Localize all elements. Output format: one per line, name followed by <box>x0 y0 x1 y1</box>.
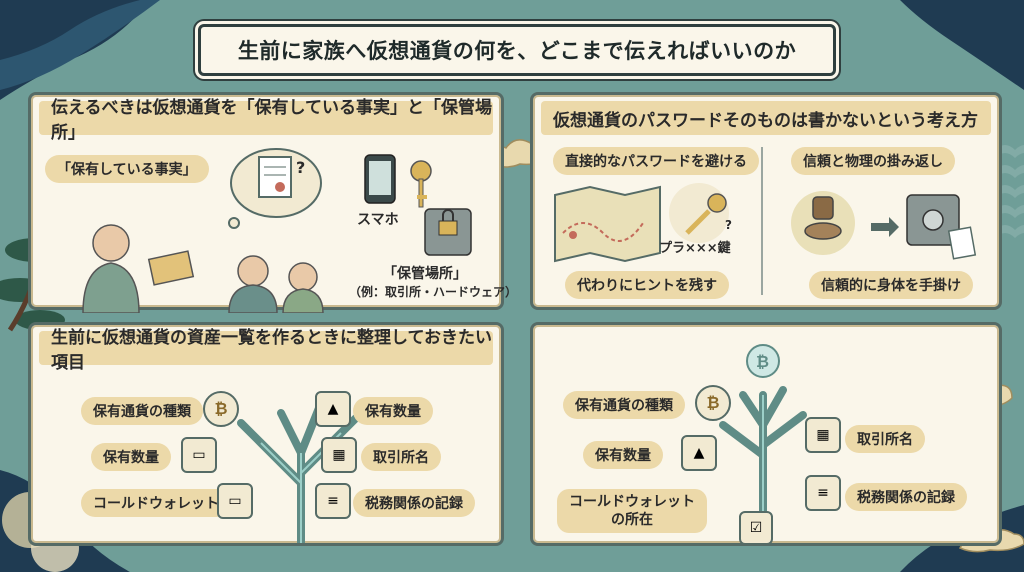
list-item: 取引所名 <box>845 425 925 453</box>
smartphone-label: スマホ <box>357 212 399 228</box>
list-item: 保有数量 <box>583 441 663 469</box>
page-title-banner: 生前に家族へ仮想通貨の何を、どこまで伝えればいいのか <box>198 24 836 76</box>
seal-safe-illustration <box>791 191 977 260</box>
trust-caption: 信頼的に身体を手掛け <box>809 271 973 299</box>
checklist-icon: ☑ <box>739 511 773 545</box>
panel-asset-list: 生前に仮想通貨の資産一覧を作るときに整理しておきたい項目 保有通貨の種類 ₿ 保… <box>28 322 504 546</box>
panel-what-to-tell: 伝えるべきは仮想通貨を「保有している事実」と「保管場所」 「保有している事実」 … <box>28 92 517 313</box>
fact-label: 「保有している事実」 <box>45 155 209 183</box>
divider <box>761 147 763 295</box>
list-item: 保有通貨の種類 <box>563 391 685 419</box>
family-illustration: ? <box>82 148 324 313</box>
wallet-icon: ▭ <box>181 437 217 473</box>
list-item: 税務関係の記録 <box>845 483 967 511</box>
calendar-icon: ▦ <box>805 417 841 453</box>
chart-up-icon: ▲ <box>315 391 351 427</box>
panel-heading: 伝えるべきは仮想通貨を「保有している事実」と「保管場所」 <box>39 98 493 143</box>
page-title: 生前に家族へ仮想通貨の何を、どこまで伝えればいいのか <box>237 39 797 63</box>
panel-asset-tree: ₿ 保有通貨の種類 ₿ 保有数量 ▲ コールドウォレット の所在 ☑ ▦ 取引所… <box>530 322 1002 546</box>
avoid-password-title: 直接的なパスワードを避ける <box>553 147 759 175</box>
hardware-wallet-icon: ▭ <box>217 483 253 519</box>
list-item: 保有通貨の種類 <box>81 397 203 425</box>
list-item: 保有数量 <box>91 443 171 471</box>
trust-title: 信頼と物理の掛み返し <box>791 147 955 175</box>
location-label: 「保管場所」 <box>383 266 467 282</box>
bitcoin-icon: ₿ <box>203 391 239 427</box>
location-example: （例：取引所・ハードウェア） <box>349 285 518 299</box>
phone-key-safe-icons <box>364 154 472 256</box>
panel-no-password: 仮想通貨のパスワードそのものは書かないという考え方 直接的なパスワードを避ける … <box>530 92 1002 310</box>
chart-up-icon: ▲ <box>681 435 717 471</box>
panel-heading: 仮想通貨のパスワードそのものは書かないという考え方 <box>541 101 991 135</box>
svg-text:₿: ₿ <box>756 352 769 371</box>
list-item: 保有数量 <box>353 397 433 425</box>
list-item: コールドウォレット <box>81 489 231 517</box>
document-icon: ≡ <box>315 483 351 519</box>
list-item: 税務関係の記録 <box>353 489 475 517</box>
svg-text:?: ? <box>725 218 732 232</box>
list-item: コールドウォレット の所在 <box>557 489 707 533</box>
key-label: プラ×××鍵 <box>659 241 731 256</box>
map-key-illustration: ? <box>554 183 732 263</box>
bitcoin-icon: ₿ <box>695 385 731 421</box>
hint-caption: 代わりにヒントを残す <box>565 271 729 299</box>
document-icon: ≡ <box>805 475 841 511</box>
list-item: 取引所名 <box>361 443 441 471</box>
calendar-icon: ▦ <box>321 437 357 473</box>
panel-heading: 生前に仮想通貨の資産一覧を作るときに整理しておきたい項目 <box>39 328 493 373</box>
svg-text:?: ? <box>296 158 305 177</box>
